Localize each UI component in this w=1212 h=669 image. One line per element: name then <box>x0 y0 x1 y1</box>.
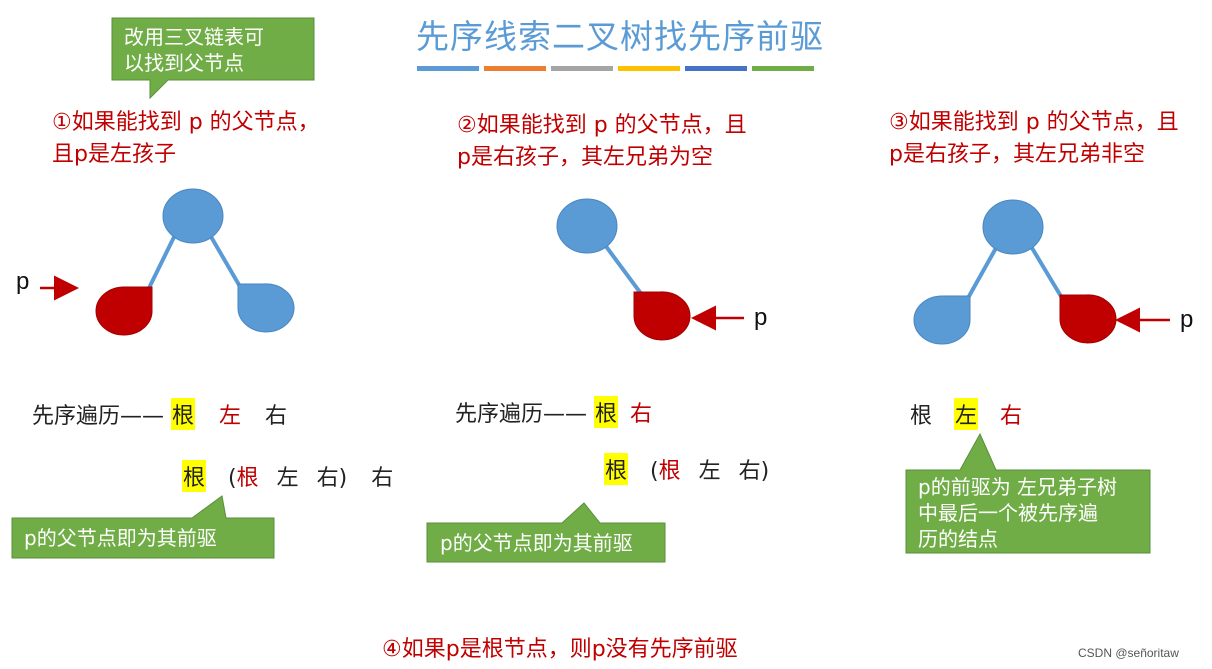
case2-edge-right <box>603 243 644 297</box>
case1-seq-root: 根 <box>171 398 196 430</box>
case3-callout-line3: 历的结点 <box>918 527 998 551</box>
case2-p-node <box>633 291 691 341</box>
title-stripe <box>685 66 747 71</box>
case1-exp-inner-left: 左 <box>276 466 299 491</box>
case3-p-label: p <box>1180 306 1194 333</box>
case1-root-node <box>162 188 224 244</box>
case1-seq-prefix: 先序遍历—— <box>32 404 171 429</box>
case3-left-node <box>913 295 971 345</box>
case1-seq-left: 左 <box>219 404 242 429</box>
case3-callout-line1: p的前驱为 左兄弟子树 <box>918 475 1118 499</box>
case1-exp-open: ( <box>228 466 237 491</box>
title-stripe <box>618 66 680 71</box>
top-callout-line2: 以找到父节点 <box>124 51 244 75</box>
case2-exp-inner-root: 根 <box>658 459 681 484</box>
top-callout-text: 改用三叉链表可 以找到父节点 <box>124 24 264 76</box>
title-stripe <box>484 66 546 71</box>
case3-edge-left <box>966 247 998 299</box>
case3-line2: p是右孩子，其左兄弟非空 <box>889 142 1145 167</box>
case3-seq-right: 右 <box>1000 404 1023 429</box>
case2-p-label: p <box>754 304 768 331</box>
case2-expanded-sequence: 根(根左右) <box>604 453 769 485</box>
case3-callout-bubble <box>905 432 1151 554</box>
case1-exp-inner-right: 右 <box>316 466 339 491</box>
case2-exp-inner-right: 右 <box>738 459 761 484</box>
case3-line1: ③如果能找到 p 的父节点，且 <box>889 110 1179 135</box>
case3-callout-line2: 中最后一个被先序遍 <box>918 501 1098 525</box>
case1-expanded-sequence: 根(根左右)右 <box>182 460 393 492</box>
case2-exp-inner-left: 左 <box>698 459 721 484</box>
case2-line1: ②如果能找到 p 的父节点，且 <box>457 113 747 138</box>
case2-exp-root: 根 <box>604 453 629 485</box>
case3-edge-right <box>1030 246 1064 300</box>
case1-p-node <box>95 286 153 336</box>
case1-edge-left <box>146 234 177 291</box>
title-stripe <box>417 66 479 71</box>
case1-line2: 且p是左孩子 <box>52 142 176 167</box>
case3-callout-text: p的前驱为 左兄弟子树 中最后一个被先序遍 历的结点 <box>918 474 1117 552</box>
case2-seq-prefix: 先序遍历—— <box>455 402 594 427</box>
case3-p-node <box>1059 294 1117 344</box>
case1-exp-right: 右 <box>371 466 394 491</box>
top-callout-bubble <box>111 17 315 100</box>
case3-seq-left: 左 <box>954 398 979 430</box>
case2-callout-text: p的父节点即为其前驱 <box>440 531 633 555</box>
case2-seq-root: 根 <box>594 396 619 428</box>
case3-description: ③如果能找到 p 的父节点，且 p是右孩子，其左兄弟非空 <box>889 107 1179 171</box>
title-stripe <box>752 66 814 71</box>
case3-preorder-sequence: 根左右 <box>910 398 1022 430</box>
case1-right-node <box>237 283 295 333</box>
page-title: 先序线索二叉树找先序前驱 <box>416 17 824 56</box>
case1-p-label: p <box>16 268 30 295</box>
credit-watermark: CSDN @señoritaw <box>1078 646 1179 660</box>
case2-seq-right: 右 <box>630 402 653 427</box>
title-stripe <box>551 66 613 71</box>
case1-preorder-sequence: 先序遍历—— 根左右 <box>32 398 287 430</box>
case2-preorder-sequence: 先序遍历—— 根右 <box>455 396 652 428</box>
case1-seq-right: 右 <box>265 404 288 429</box>
case1-edge-right <box>208 233 244 292</box>
case2-exp-open: ( <box>650 459 659 484</box>
footer-note: ④如果p是根节点，则p没有先序前驱 <box>382 637 738 662</box>
case2-root-node <box>556 198 618 254</box>
case1-exp-root: 根 <box>182 460 207 492</box>
case1-description: ①如果能找到 p 的父节点， 且p是左孩子 <box>52 107 320 171</box>
case1-exp-inner-root: 根 <box>236 466 259 491</box>
case1-line1: ①如果能找到 p 的父节点， <box>52 110 320 135</box>
case2-line2: p是右孩子，其左兄弟为空 <box>457 145 713 170</box>
case1-exp-close: ) <box>338 466 348 491</box>
case3-seq-root: 根 <box>910 404 933 429</box>
case2-callout-bubble <box>426 502 666 563</box>
top-callout-line1: 改用三叉链表可 <box>124 25 264 49</box>
case2-description: ②如果能找到 p 的父节点，且 p是右孩子，其左兄弟为空 <box>457 110 747 174</box>
case3-root-node <box>982 199 1044 255</box>
case1-callout-text: p的父节点即为其前驱 <box>24 526 217 550</box>
case2-exp-close: ) <box>760 459 770 484</box>
case1-callout-bubble <box>11 495 275 559</box>
